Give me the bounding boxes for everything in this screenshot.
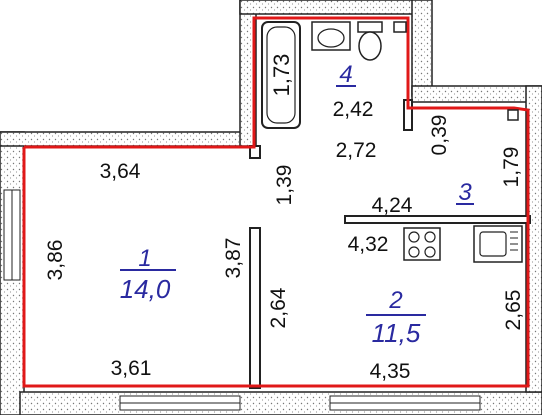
riser <box>393 21 407 33</box>
room-2-area: 11,5 <box>372 318 421 348</box>
interior-walls <box>249 99 531 389</box>
dim-bottom-left: 3,61 <box>111 357 152 380</box>
room-1-number: 1 <box>138 245 151 272</box>
dim-bath-top: 2,42 <box>333 98 374 121</box>
dim-bath-side: 0,39 <box>428 115 451 156</box>
stove <box>403 227 441 261</box>
bathtub <box>261 21 301 129</box>
dim-right-bottom: 2,65 <box>502 290 525 331</box>
room-3-number: 3 <box>458 179 472 206</box>
room-1-area: 14,0 <box>120 274 171 304</box>
room-2-number: 2 <box>388 287 402 314</box>
dim-right-top: 1,79 <box>500 147 523 188</box>
dim-bath-bottom: 2,72 <box>336 139 377 162</box>
kitchen-sink <box>473 225 523 263</box>
sink <box>311 21 351 51</box>
dim-mid-vertical: 2,64 <box>267 287 290 328</box>
dim-corridor: 1,39 <box>273 165 296 206</box>
dim-top-left: 3,64 <box>100 160 141 183</box>
apartment-outline <box>22 16 530 388</box>
room-4-number: 4 <box>339 61 352 88</box>
dim-bottom-right: 4,35 <box>370 360 411 383</box>
dim-tub: 1,73 <box>269 54 294 97</box>
dim-kitchen-top: 4,24 <box>372 194 413 217</box>
dim-kitchen-stove: 4,32 <box>348 233 389 256</box>
dim-left: 3,86 <box>44 240 67 281</box>
riser-right <box>507 109 519 121</box>
dim-inner-left: 3,87 <box>222 238 245 279</box>
toilet <box>357 21 383 61</box>
